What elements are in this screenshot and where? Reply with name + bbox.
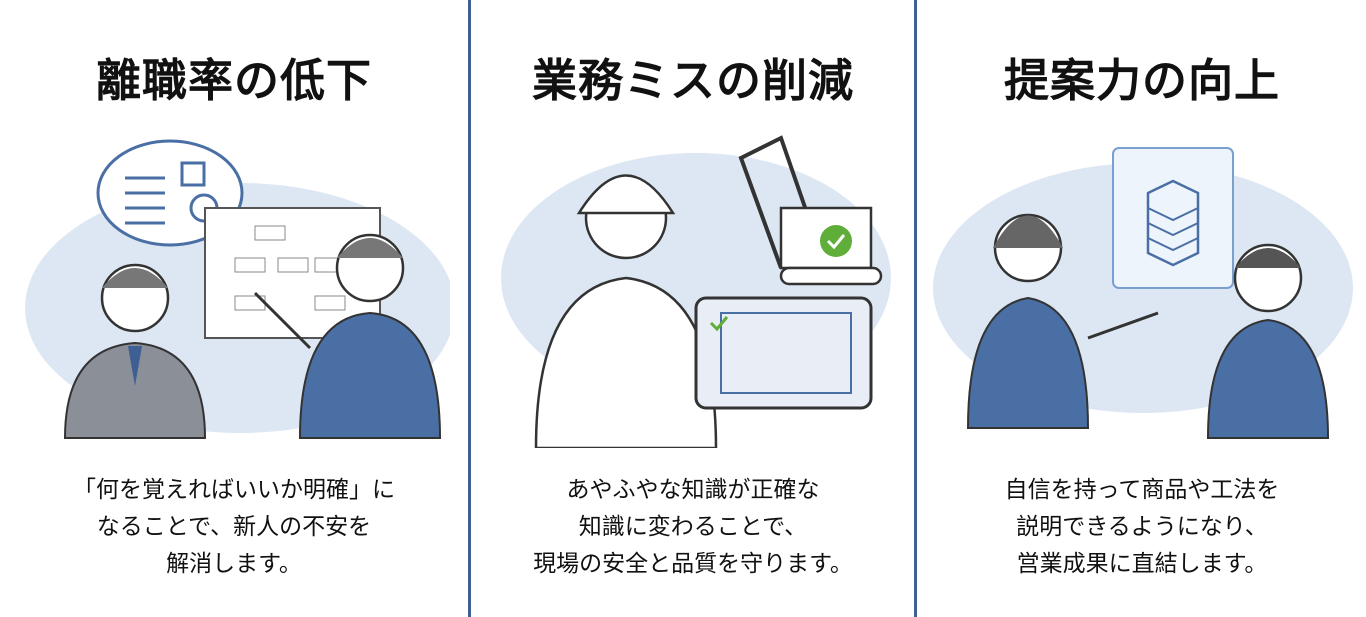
column-divider — [914, 0, 917, 617]
excavator-icon — [738, 135, 883, 286]
caption-line: あやふやな知識が正確な — [566, 477, 820, 503]
client-figure — [1206, 243, 1330, 439]
caption-line: 「何を覚えればいいか明確」に — [73, 477, 395, 503]
mentor-figure — [253, 233, 442, 439]
training-illustration — [25, 139, 450, 439]
caption-line: 現場の安全と品質を守ります。 — [533, 551, 853, 577]
construction-illustration — [501, 135, 891, 448]
saleswoman-figure — [966, 213, 1159, 429]
caption-line: 解消します。 — [166, 551, 302, 577]
worker-figure — [534, 174, 718, 448]
column-caption: 自信を持って商品や工法を 説明できるようになり、 営業成果に直結します。 — [918, 472, 1366, 583]
new-employee-figure — [63, 263, 207, 439]
caption-line: 営業成果に直結します。 — [1016, 551, 1268, 577]
column-proposal: 提案力の向上 自信を持って商品や工法を 説明できるようになり、 営業成果に直結し… — [918, 0, 1366, 617]
column-title: 離職率の低下 — [95, 54, 372, 107]
caption-line: なることで、新人の不安を — [96, 514, 372, 540]
column-divider — [468, 0, 471, 617]
column-title: 提案力の向上 — [1003, 54, 1280, 107]
caption-line: 説明できるようになり、 — [1016, 514, 1268, 540]
proposal-illustration — [933, 147, 1353, 439]
tablet-icon — [694, 296, 873, 410]
column-caption: あやふやな知識が正確な 知識に変わることで、 現場の安全と品質を守ります。 — [471, 472, 915, 583]
hologram-building-icon — [1112, 147, 1234, 289]
caption-line: 知識に変わることで、 — [578, 514, 808, 540]
column-title: 業務ミスの削減 — [531, 54, 854, 107]
column-error-reduction: 業務ミスの削減 あやふやな知識が正確な 知識に変わることで、 現場の安全と品質を… — [471, 0, 915, 617]
column-caption: 「何を覚えればいいか明確」に なることで、新人の不安を 解消します。 — [0, 472, 468, 583]
column-turnover: 離職率の低下 「何を覚えればいいか明確」に なることで、新人の不安を 解消します… — [0, 0, 468, 617]
caption-line: 自信を持って商品や工法を — [1004, 477, 1280, 503]
